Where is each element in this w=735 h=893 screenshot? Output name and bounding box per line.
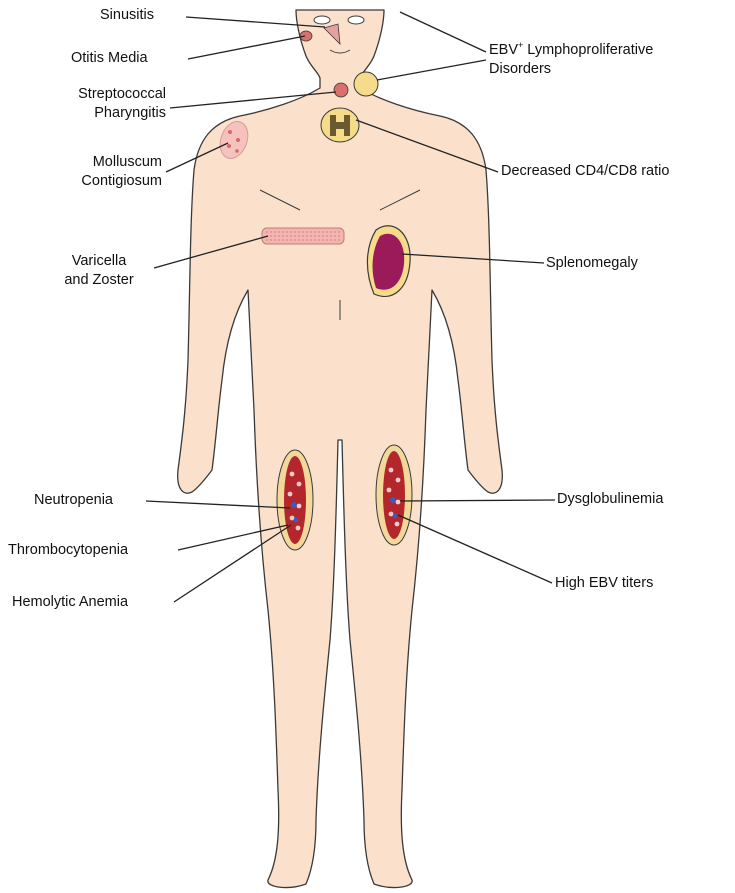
label-molluscum-line2: Contigiosum xyxy=(30,172,162,191)
leader-dysglobulinemia xyxy=(400,500,555,501)
label-varicella-zoster: Varicella and Zoster xyxy=(44,252,154,290)
label-hemolytic-anemia: Hemolytic Anemia xyxy=(12,593,128,612)
label-strep-line1: Streptococcal xyxy=(30,85,166,104)
label-molluscum-contigiosum: Molluscum Contigiosum xyxy=(30,153,162,191)
thymus xyxy=(321,108,359,142)
throat-marker xyxy=(334,83,348,97)
label-high-ebv-titers: High EBV titers xyxy=(555,574,653,593)
label-neutropenia: Neutropenia xyxy=(34,491,113,510)
label-cd4-cd8-ratio: Decreased CD4/CD8 ratio xyxy=(501,162,669,181)
label-ebv-line1: EBV+ Lymphoproliferative xyxy=(489,41,653,60)
leader-ebv-b xyxy=(377,60,486,80)
lymph-node xyxy=(354,72,378,96)
label-strep-line2: Pharyngitis xyxy=(30,104,166,123)
label-thrombocytopenia: Thrombocytopenia xyxy=(8,541,128,560)
bone-marrow-left xyxy=(277,450,313,550)
label-dysglobulinemia: Dysglobulinemia xyxy=(557,490,663,509)
label-ebv-line2: Disorders xyxy=(489,60,653,79)
label-ebv-lymphoproliferative: EBV+ Lymphoproliferative Disorders xyxy=(489,41,653,79)
leader-ebv-titers xyxy=(398,515,552,583)
label-streptococcal-pharyngitis: Streptococcal Pharyngitis xyxy=(30,85,166,123)
label-otitis-media: Otitis Media xyxy=(71,49,148,68)
label-varicella-line2: and Zoster xyxy=(44,271,154,290)
varicella-rash xyxy=(262,228,344,244)
label-sinusitis: Sinusitis xyxy=(100,6,154,25)
leader-ebv-a xyxy=(400,12,486,52)
bone-marrow-right xyxy=(376,445,412,545)
spleen xyxy=(367,226,410,297)
label-splenomegaly: Splenomegaly xyxy=(546,254,638,273)
label-varicella-line1: Varicella xyxy=(44,252,154,271)
leader-otitis xyxy=(188,36,305,59)
label-molluscum-line1: Molluscum xyxy=(30,153,162,172)
